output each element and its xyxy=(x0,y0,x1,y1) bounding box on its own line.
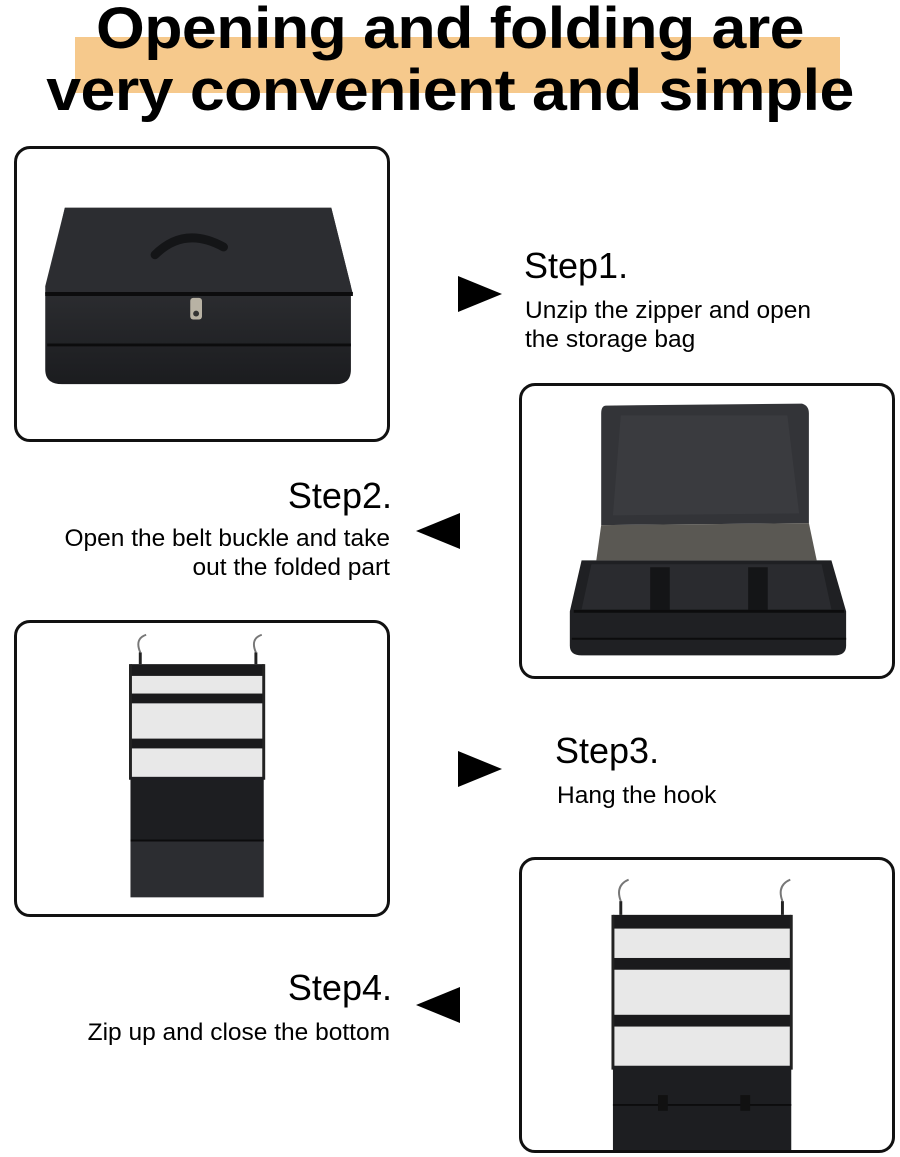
step2-title: Step2. xyxy=(287,475,392,516)
step1-description: Unzip the zipper and open the storage ba… xyxy=(525,297,812,353)
hanging-organizer-image xyxy=(129,633,266,898)
page-title: Opening and folding are very convenient … xyxy=(0,0,900,122)
step1-image-panel xyxy=(14,146,390,442)
step4-image-panel xyxy=(519,857,895,1153)
step3-title: Step3. xyxy=(555,730,660,771)
step3-image-panel xyxy=(14,620,390,917)
right-triangle-icon xyxy=(458,276,502,312)
left-triangle-icon xyxy=(416,987,460,1023)
left-triangle-icon xyxy=(416,513,460,549)
step2-image-panel xyxy=(519,383,895,679)
step4-description: Zip up and close the bottom xyxy=(87,1019,390,1046)
title-line-1: Opening and folding are xyxy=(96,0,804,61)
title-line-2: very convenient and simple xyxy=(46,58,854,123)
right-triangle-icon xyxy=(458,751,502,787)
step4-title: Step4. xyxy=(287,967,392,1008)
title-highlight-band xyxy=(75,37,840,93)
hanging-organizer-closed-image xyxy=(611,878,793,1150)
step3-description: Hang the hook xyxy=(557,782,717,809)
opened-storage-bag-image xyxy=(569,403,847,656)
step1-title: Step1. xyxy=(524,245,629,286)
step2-description: Open the belt buckle and take out the fo… xyxy=(64,525,390,581)
closed-storage-bag-image xyxy=(45,207,353,385)
